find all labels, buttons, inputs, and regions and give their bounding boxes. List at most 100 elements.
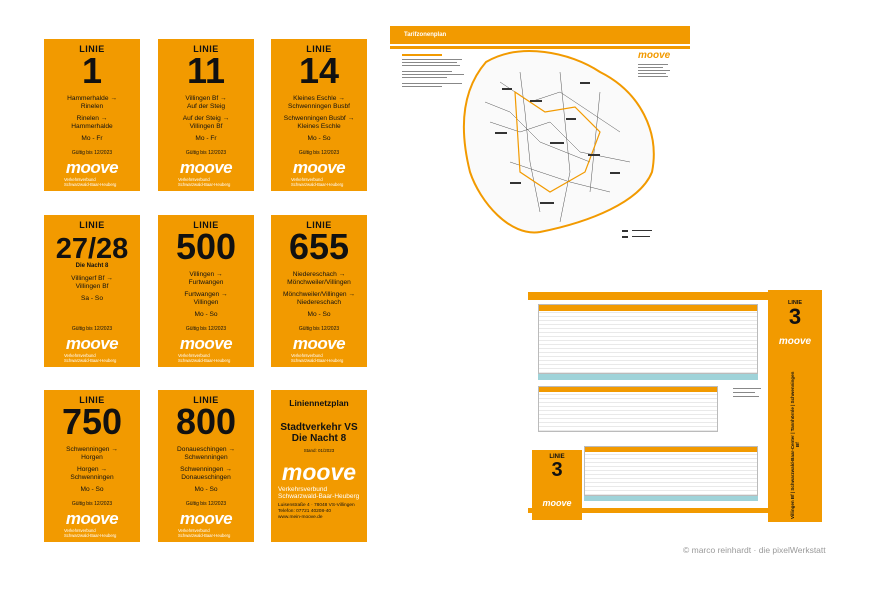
route-line: Mo - Fr: [195, 135, 217, 142]
network-subtitle-2: Die Nacht 8: [291, 433, 347, 444]
line-number: 1: [81, 50, 103, 91]
route-line: Furtwangen: [188, 279, 224, 286]
schedule-table-1-footer: [538, 374, 758, 380]
network-vv1: Verkehrsverbund: [278, 486, 328, 493]
schedule-side-panel: LINIE 3 moove Villingen Bf | Schwarzwald…: [768, 290, 822, 522]
line-card-label: LINIE: [193, 395, 219, 405]
route-line: Rinelen: [80, 103, 104, 110]
schedule-top-bar: [528, 292, 768, 300]
moove-logo: moove: [65, 509, 119, 528]
verbund-line-2: Schwarzwald-Baar-Heuberg: [178, 358, 231, 363]
line-card-label: LINIE: [306, 44, 332, 54]
line-number: 27/28: [55, 233, 129, 265]
route-line: Mo - So: [194, 311, 218, 318]
tarif-header: Tarifzonenplan: [390, 26, 690, 44]
route-line: Hammerhalde →: [67, 95, 117, 102]
route-line: Villingen →: [189, 271, 223, 278]
side-panel-linie: LINIE: [787, 300, 803, 306]
route-line: Hammerhalde: [71, 123, 113, 130]
line-card-label: LINIE: [193, 220, 219, 230]
route-line: Rinelen →: [76, 115, 108, 122]
tarif-moove-logo: moove: [638, 50, 671, 61]
tarif-text-lines: [402, 54, 472, 89]
moove-logo: moove: [179, 334, 233, 353]
route-line: Schwenningen →: [66, 446, 118, 453]
route-line: Horgen: [81, 454, 103, 461]
route-line: Furtwangen →: [184, 291, 228, 298]
tarif-zone-sheet: Tarifzonenplan moove: [390, 22, 690, 252]
schedule-bottom-bar: [528, 508, 768, 513]
line-number: 500: [175, 226, 237, 267]
verbund-line-2: Schwarzwald-Baar-Heuberg: [291, 182, 344, 187]
route-line: Villingerf Bf →: [71, 275, 113, 282]
route-line: Villingen Bf: [189, 123, 223, 130]
schedule-table-2: [538, 386, 718, 432]
small-card-logo: moove: [542, 498, 572, 508]
route-line: Donaueschingen →: [177, 446, 235, 453]
line-card-label: LINIE: [79, 44, 105, 54]
validity-text: Gültig bis 12/2023: [71, 501, 113, 507]
route-line: Kleines Eschle: [297, 123, 341, 130]
moove-logo: moove: [179, 158, 233, 177]
network-address-3: www.mein-moove.de: [278, 515, 323, 520]
route-line: Mo - So: [194, 486, 218, 493]
route-line: Kleines Eschle →: [293, 95, 345, 102]
route-line: Horgen →: [76, 466, 108, 473]
network-plan-card[interactable]: Liniennetzplan Stadtverkehr VS Die Nacht…: [271, 390, 367, 542]
route-line: Schwenningen: [184, 454, 228, 461]
line-number: 750: [61, 401, 123, 442]
route-line: Schwenningen Busbf: [288, 103, 350, 110]
validity-text: Gültig bis 12/2023: [185, 326, 227, 332]
side-panel-number: 3: [788, 304, 802, 329]
tarif-header-strip: [390, 46, 690, 49]
route-line: Niedereschach: [297, 299, 341, 306]
photo-credit: © marco reinhardt · die pixelWerkstatt: [683, 545, 826, 555]
line-card-label: LINIE: [193, 44, 219, 54]
moove-logo: moove: [292, 158, 346, 177]
validity-text: Gültig bis 12/2023: [298, 326, 340, 332]
tarif-header-title: Tarifzonenplan: [404, 32, 447, 38]
route-line: Schwenningen: [70, 474, 114, 481]
verbund-line-1: Verkehrsverbund: [178, 353, 210, 358]
route-line: Mönchweiler/Villingen: [287, 279, 351, 286]
small-card-linie: LINIE: [549, 454, 565, 460]
line-number: 14: [298, 50, 340, 91]
verbund-line-2: Schwarzwald-Baar-Heuberg: [291, 358, 344, 363]
moove-logo: moove: [292, 334, 346, 353]
validity-text: Gültig bis 12/2023: [185, 501, 227, 507]
network-stand: Stand: 01/2023: [303, 448, 335, 453]
schedule-table-3-footer: [584, 496, 758, 501]
validity-text: Gültig bis 12/2023: [298, 150, 340, 156]
route-line: Auf der Steig →: [182, 115, 230, 122]
network-subtitle-1: Stadtverkehr VS: [280, 422, 358, 433]
line-card-label: LINIE: [79, 220, 105, 230]
validity-text: Gültig bis 12/2023: [185, 150, 227, 156]
schedule-table-3: [584, 446, 758, 496]
network-vv2: Schwarzwald-Baar-Heuberg: [278, 493, 360, 500]
route-line: Mo - So: [80, 486, 104, 493]
route-line: Auf der Steig: [186, 103, 226, 110]
verbund-line-1: Verkehrsverbund: [291, 353, 323, 358]
tarif-right-text: [638, 64, 678, 79]
validity-text: Gültig bis 12/2023: [71, 326, 113, 332]
schedule-small-card: LINIE 3 moove: [532, 450, 582, 520]
route-line: Schwenningen →: [180, 466, 232, 473]
verbund-line-2: Schwarzwald-Baar-Heuberg: [64, 182, 117, 187]
